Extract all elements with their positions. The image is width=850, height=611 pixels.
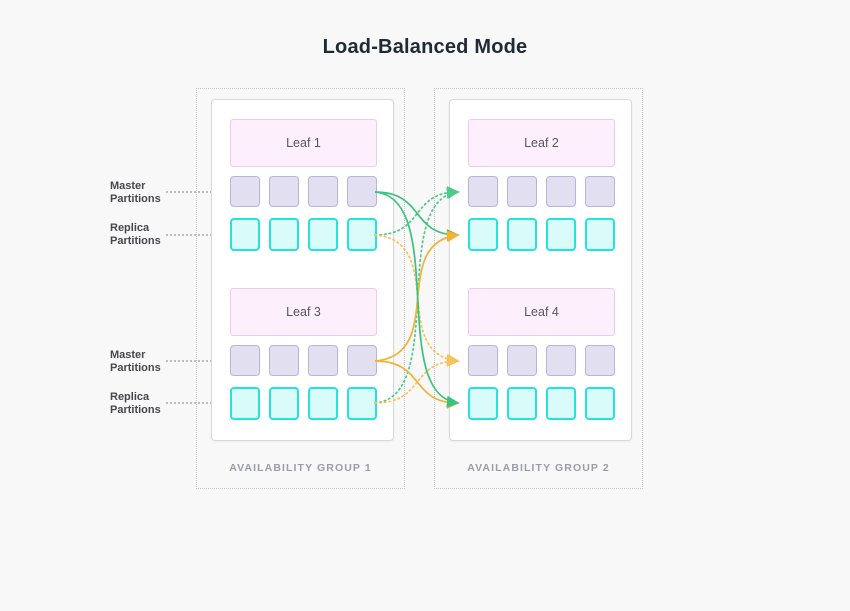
master-partition-box	[507, 345, 537, 376]
diagram-title: Load-Balanced Mode	[322, 36, 528, 58]
leaf-2-header: Leaf 2	[468, 119, 615, 167]
replica-partition-box	[269, 218, 299, 251]
master-partition-box	[546, 345, 576, 376]
master-partition-box	[308, 176, 338, 207]
replica-partition-box	[546, 387, 576, 420]
leaf-1-replica-partition-row	[230, 218, 377, 251]
master-partition-box	[585, 345, 615, 376]
leaf-1-master-partition-row	[230, 176, 377, 207]
leaf-4-header: Leaf 4	[468, 288, 615, 336]
replica-partition-box	[230, 218, 260, 251]
row-label-replica-leaf1: Replica Partitions	[110, 222, 161, 247]
replica-partition-box	[507, 387, 537, 420]
replica-partition-box	[347, 218, 377, 251]
master-partition-box	[308, 345, 338, 376]
replica-partition-box	[269, 387, 299, 420]
replica-partition-box	[308, 218, 338, 251]
leader-line-master-leaf1	[166, 191, 228, 193]
master-partition-box	[585, 176, 615, 207]
leaf-node-card-group1: Leaf 1 Leaf 3	[211, 99, 394, 441]
availability-group-2: Leaf 2 Leaf 4 AVAILABILITY GROUP 2	[434, 88, 643, 489]
leader-line-replica-leaf3	[166, 402, 228, 404]
leaf-node-card-group2: Leaf 2 Leaf 4	[449, 99, 632, 441]
replica-partition-box	[230, 387, 260, 420]
leaf-2-master-partition-row	[468, 176, 615, 207]
master-partition-box	[468, 176, 498, 207]
row-label-master-leaf1: Master Partitions	[110, 180, 161, 205]
replica-partition-box	[468, 218, 498, 251]
master-partition-box	[468, 345, 498, 376]
replica-partition-box	[347, 387, 377, 420]
replica-partition-box	[585, 387, 615, 420]
row-label-master-leaf3: Master Partitions	[110, 349, 161, 374]
master-partition-box	[230, 176, 260, 207]
replica-partition-box	[507, 218, 537, 251]
availability-group-2-label: AVAILABILITY GROUP 2	[467, 462, 610, 474]
master-partition-box	[347, 345, 377, 376]
leaf-3-replica-partition-row	[230, 387, 377, 420]
master-partition-box	[269, 176, 299, 207]
leaf-3-master-partition-row	[230, 345, 377, 376]
master-partition-box	[347, 176, 377, 207]
replica-partition-box	[308, 387, 338, 420]
leaf-4-replica-partition-row	[468, 387, 615, 420]
master-partition-box	[230, 345, 260, 376]
replica-partition-box	[546, 218, 576, 251]
master-partition-box	[507, 176, 537, 207]
leaf-1-header: Leaf 1	[230, 119, 377, 167]
availability-group-1: Leaf 1 Leaf 3 AVAILABILITY GROUP 1	[196, 88, 405, 489]
row-label-replica-leaf3: Replica Partitions	[110, 391, 161, 416]
leaf-3-header: Leaf 3	[230, 288, 377, 336]
leaf-2-replica-partition-row	[468, 218, 615, 251]
leaf-4-master-partition-row	[468, 345, 615, 376]
replica-partition-box	[585, 218, 615, 251]
master-partition-box	[546, 176, 576, 207]
availability-group-1-label: AVAILABILITY GROUP 1	[229, 462, 372, 474]
leader-line-master-leaf3	[166, 360, 228, 362]
master-partition-box	[269, 345, 299, 376]
replica-partition-box	[468, 387, 498, 420]
leader-line-replica-leaf1	[166, 234, 228, 236]
